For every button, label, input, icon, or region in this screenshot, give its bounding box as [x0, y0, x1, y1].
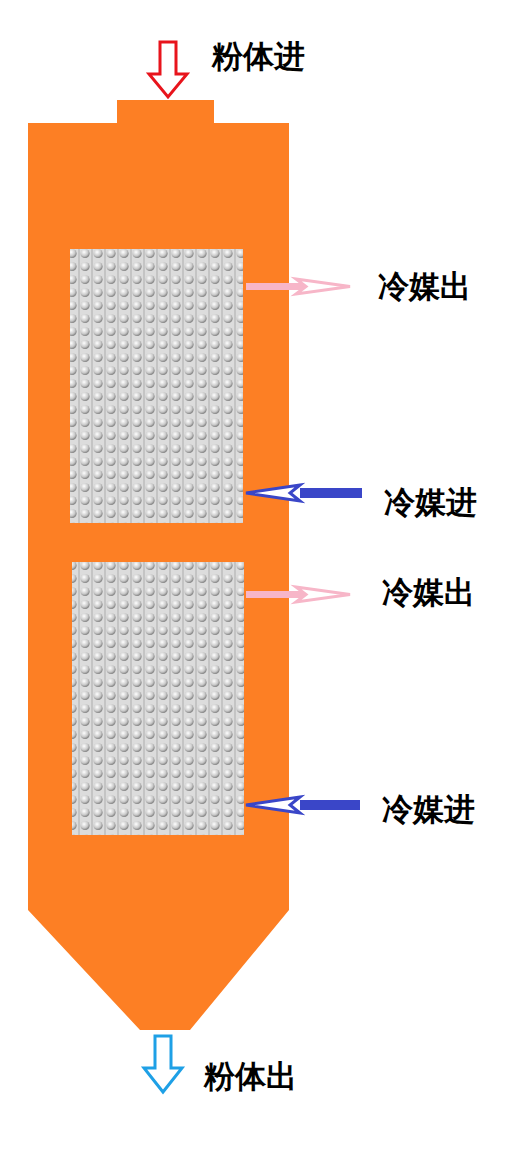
coolant-in-arrow	[246, 485, 362, 501]
inlet-label: 粉体进	[212, 38, 305, 74]
coolant-in-arrow	[246, 797, 360, 813]
plate-pack	[70, 249, 243, 523]
inlet-arrow	[149, 42, 187, 97]
coolant-label: 冷媒出	[382, 574, 475, 610]
outlet-label: 粉体出	[204, 1058, 297, 1094]
coolant-label: 冷媒进	[382, 791, 475, 827]
outlet-arrow	[144, 1036, 182, 1092]
vessel-body	[28, 100, 289, 1030]
plate-pack	[72, 562, 244, 835]
coolant-out-arrow	[246, 587, 350, 602]
coolant-label: 冷媒出	[378, 268, 471, 304]
coolant-out-arrow	[246, 279, 350, 294]
coolant-label: 冷媒进	[384, 484, 477, 520]
